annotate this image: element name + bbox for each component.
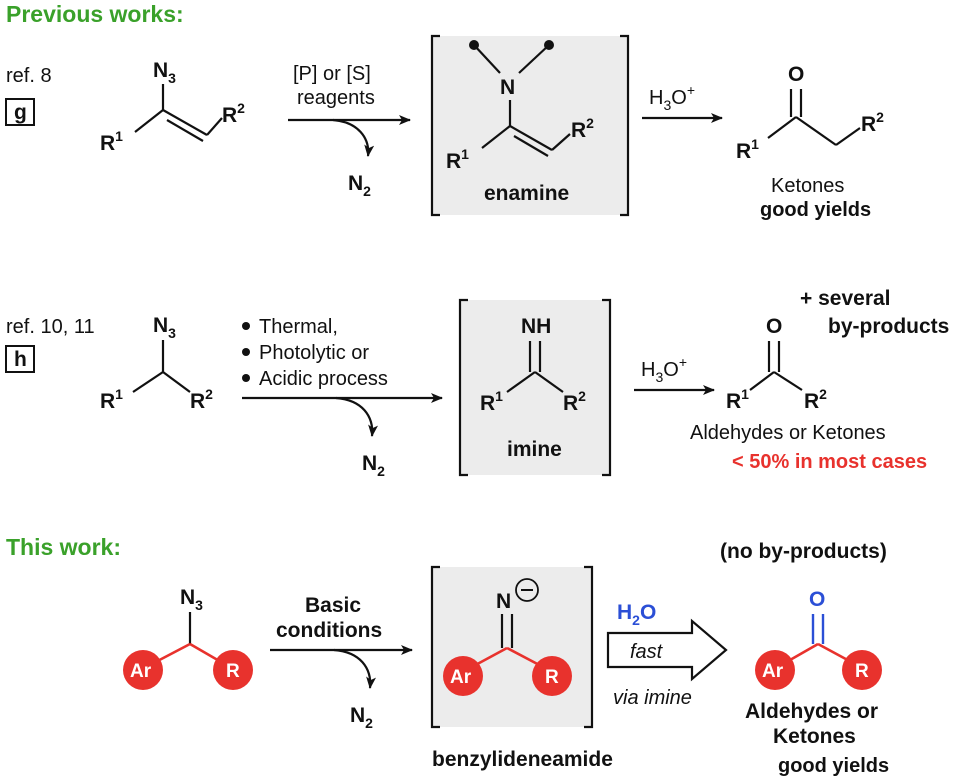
bracket-right: [602, 298, 612, 477]
svg-text:R2: R2: [222, 100, 245, 127]
svg-text:R2: R2: [563, 388, 586, 415]
byproducts-label: by-products: [828, 315, 949, 338]
conditions-label: conditions: [276, 619, 382, 642]
badge-h-box: [5, 345, 35, 373]
n2-loss-arrow-this: [333, 648, 377, 689]
badge-g-box: [5, 98, 35, 126]
bullet-1: [242, 322, 250, 330]
svg-text:N3: N3: [153, 314, 176, 341]
bracket-left: [458, 298, 468, 477]
carbonyl-h: O R1 R2: [726, 315, 827, 413]
svg-text:R1: R1: [736, 136, 759, 163]
fast-arrow: [606, 618, 728, 682]
svg-text:R2: R2: [190, 386, 213, 413]
benzylideneamide-label: benzylideneamide: [432, 748, 613, 771]
svg-text:Ar: Ar: [762, 661, 784, 682]
n2-h: N2: [362, 452, 385, 479]
previous-works-title: Previous works:: [6, 1, 184, 27]
acid-h: H3O+: [641, 354, 687, 385]
enamine-label: enamine: [484, 182, 569, 205]
n2-g: N2: [348, 172, 371, 199]
svg-text:R1: R1: [480, 388, 503, 415]
ref-h: ref. 10, 11: [6, 316, 95, 338]
vinyl-azide: N3 R1 R2: [100, 59, 245, 155]
svg-text:R1: R1: [726, 386, 749, 413]
this-work-title: This work:: [6, 534, 121, 560]
ref-g: ref. 8: [6, 65, 52, 87]
bracket-right: [620, 34, 630, 217]
basic-label: Basic: [305, 594, 361, 617]
enamine-structure: N R1 R2: [446, 40, 594, 173]
svg-text:Ar: Ar: [450, 667, 472, 688]
svg-text:R2: R2: [804, 386, 827, 413]
svg-text:R1: R1: [100, 386, 123, 413]
condition-acidic: Acidic process: [259, 368, 388, 390]
yield-this: good yields: [778, 755, 889, 777]
n2-loss-arrow-h: [335, 396, 379, 437]
water-label: H2O: [617, 601, 656, 628]
bracket-left: [430, 34, 440, 217]
imine-box: [460, 300, 610, 475]
svg-text:R2: R2: [571, 115, 594, 142]
n2-loss-arrow-g: [332, 118, 375, 157]
product-aldehydes-or: Aldehydes or: [745, 700, 878, 723]
svg-text:NH: NH: [521, 315, 551, 338]
bullet-3: [242, 374, 250, 382]
svg-text:N: N: [500, 76, 515, 99]
bracket-right: [584, 565, 594, 729]
svg-text:R: R: [226, 661, 240, 682]
svg-text:Ar: Ar: [130, 661, 152, 682]
reagent-line2: reagents: [297, 87, 375, 109]
benzylideneamide-structure: N Ar R: [443, 578, 572, 696]
svg-text:R1: R1: [446, 146, 469, 173]
badge-h: h: [14, 348, 27, 371]
bracket-left: [430, 565, 440, 729]
bullet-2: [242, 348, 250, 356]
imine-label: imine: [507, 438, 562, 461]
enamine-box: [432, 36, 628, 215]
alkyl-azide: N3 R1 R2: [100, 314, 213, 413]
svg-text:N3: N3: [153, 59, 176, 86]
product-ketones: Ketones: [771, 175, 844, 197]
svg-text:N: N: [496, 590, 511, 613]
svg-text:R: R: [855, 661, 869, 682]
imine-structure: NH R1 R2: [480, 315, 586, 415]
svg-text:O: O: [766, 315, 782, 338]
n2-this: N2: [350, 704, 373, 731]
aryl-azide: N3 Ar R: [123, 586, 253, 690]
carbonyl-product: O Ar R: [755, 588, 882, 690]
yield-g: good yields: [760, 199, 871, 221]
svg-text:R: R: [545, 667, 559, 688]
several-label: + several: [800, 287, 891, 310]
svg-text:R1: R1: [100, 128, 123, 155]
ketone-g: O R1 R2: [736, 63, 884, 163]
via-imine-label: via imine: [613, 687, 692, 709]
yield-h: < 50% in most cases: [732, 451, 927, 473]
condition-thermal: Thermal,: [259, 316, 338, 338]
acid-g: H3O+: [649, 82, 695, 113]
condition-photolytic: Photolytic or: [259, 342, 369, 364]
product-aldehydes-ketones: Aldehydes or Ketones: [690, 422, 886, 444]
fast-label: fast: [630, 641, 664, 663]
reagent-line1: [P] or [S]: [293, 63, 371, 85]
svg-text:N3: N3: [180, 586, 203, 613]
svg-text:O: O: [809, 588, 825, 611]
no-byproducts-label: (no by-products): [720, 540, 887, 563]
badge-g: g: [14, 101, 27, 124]
svg-text:O: O: [788, 63, 804, 86]
svg-text:R2: R2: [861, 109, 884, 136]
product-ketones-this: Ketones: [773, 725, 856, 748]
